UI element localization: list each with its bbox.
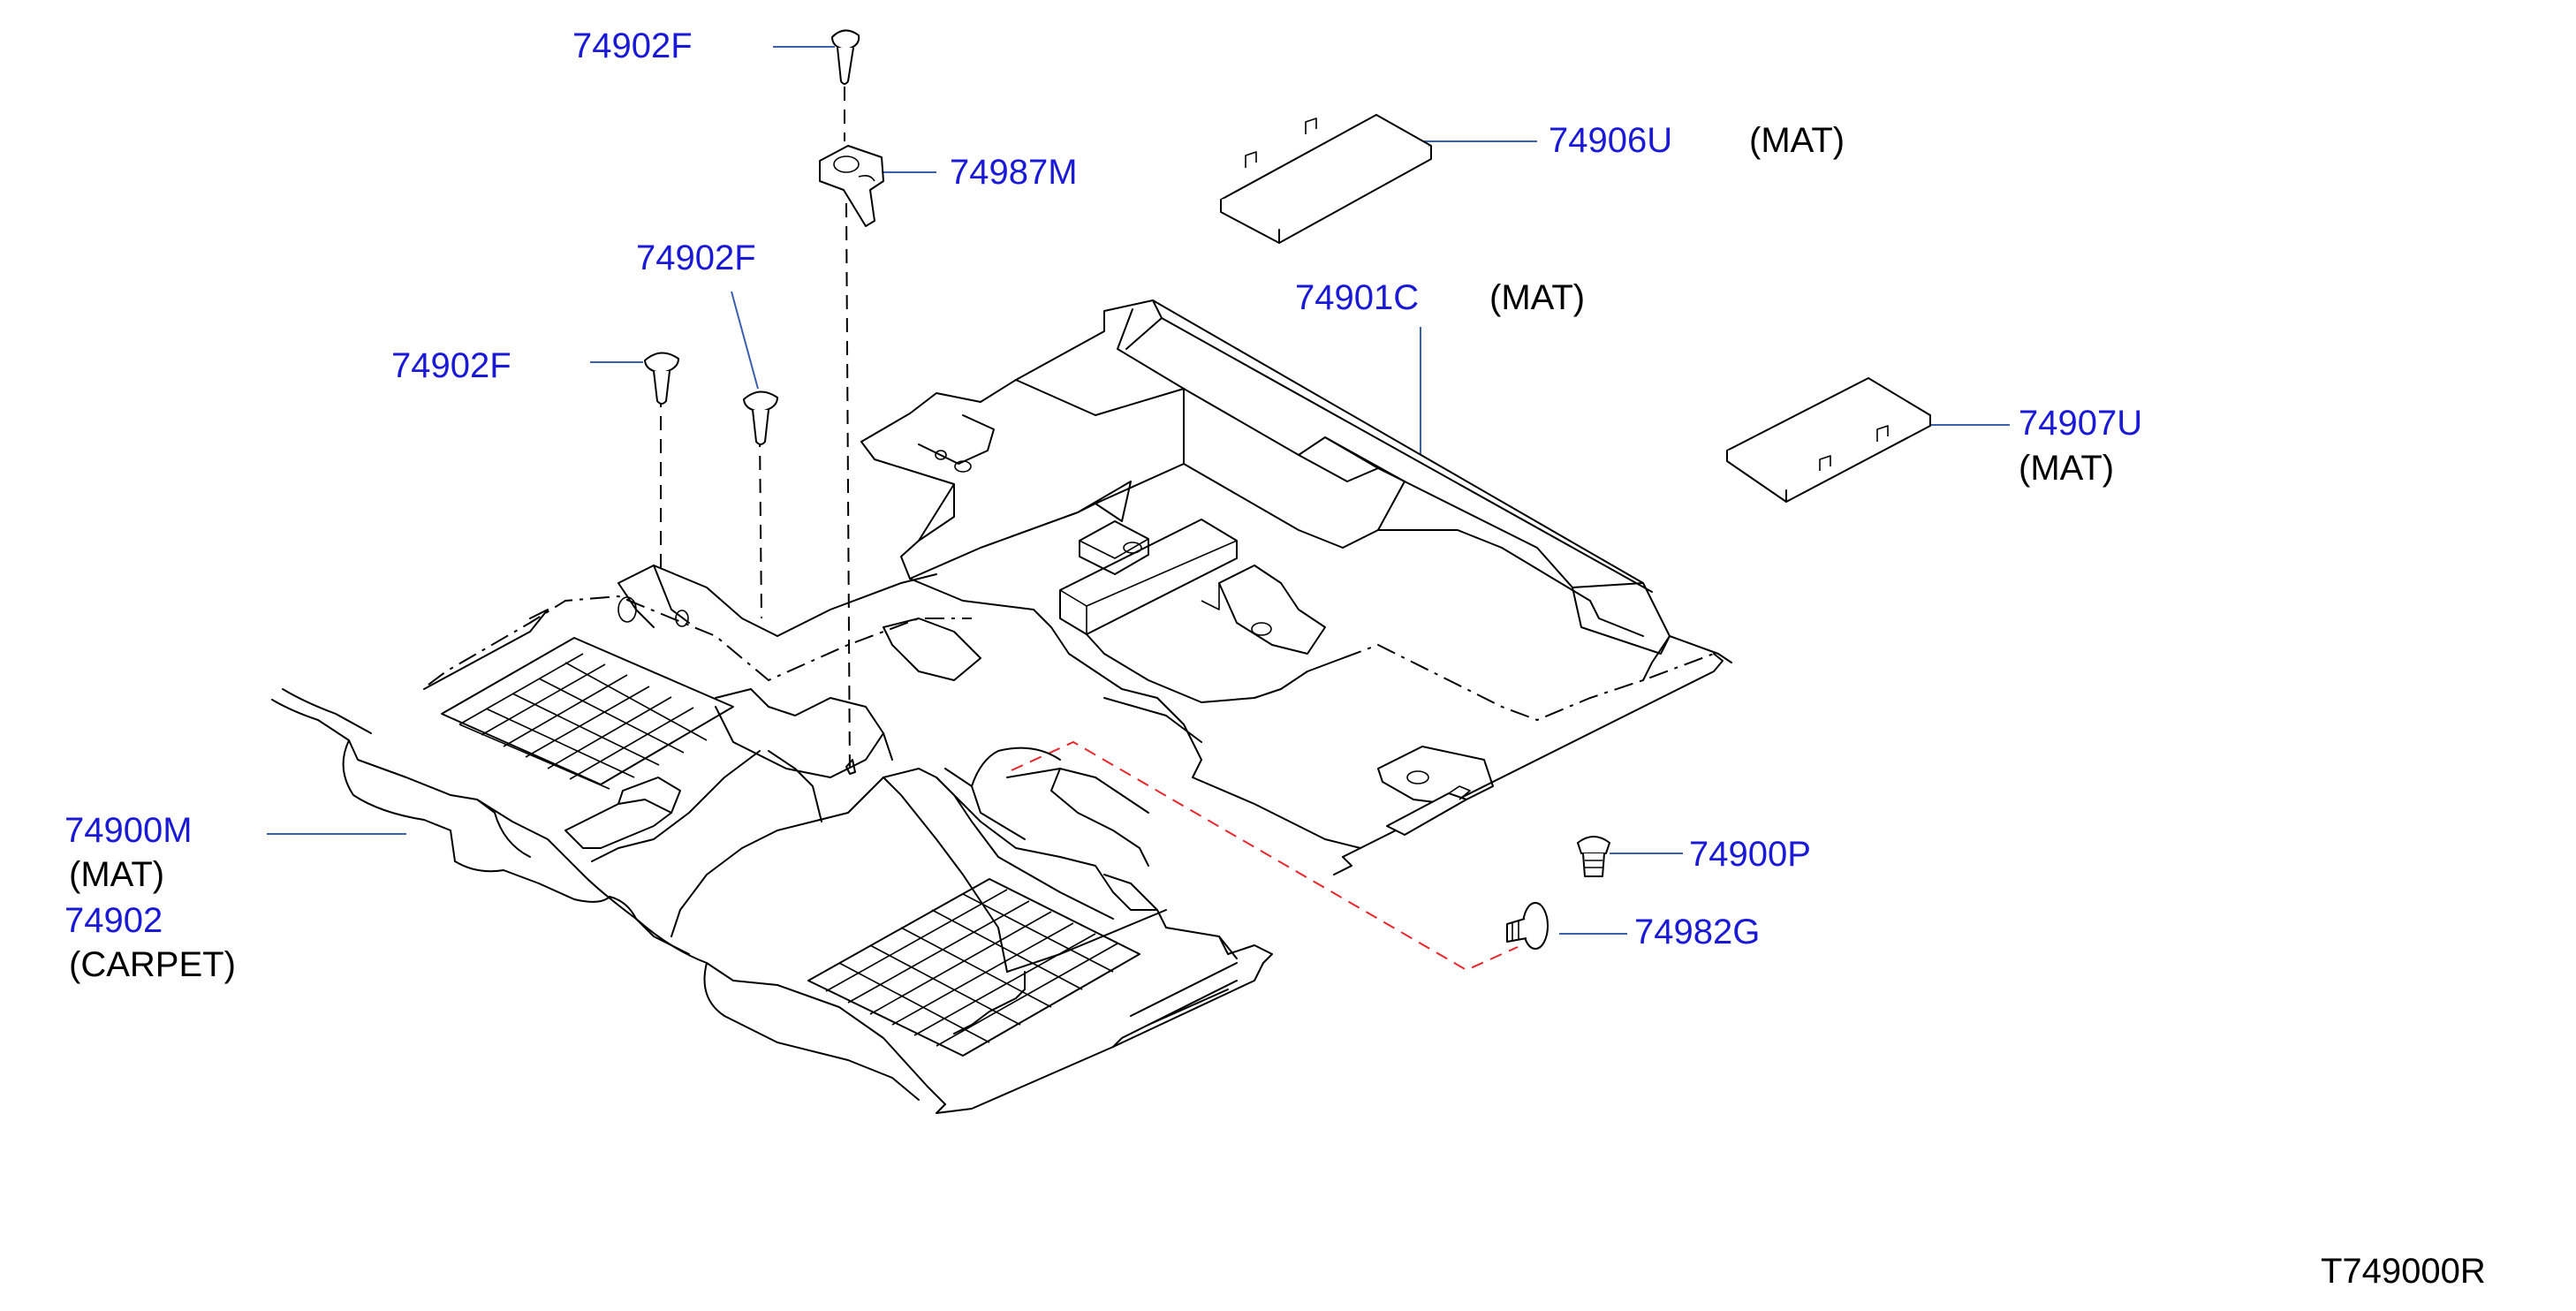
mat-74906u <box>1220 114 1432 244</box>
callout-74906u-description: (MAT) <box>1749 121 1845 160</box>
callout-74982g[interactable]: 74982G <box>1634 913 1761 951</box>
callout-74902-description: (CARPET) <box>69 945 236 984</box>
callout-74902f-mid[interactable]: 74902F <box>636 239 756 277</box>
callout-74900m-description: (MAT) <box>69 855 165 894</box>
leader-74902f-mid <box>731 291 759 390</box>
mat-74907u <box>1726 377 1931 503</box>
callout-74902[interactable]: 74902 <box>64 901 163 940</box>
callout-74906u[interactable]: 74906U <box>1549 121 1673 160</box>
callout-74907u[interactable]: 74907U <box>2019 404 2143 443</box>
clip-74900p <box>1577 836 1610 877</box>
callout-74900m[interactable]: 74900M <box>64 811 193 850</box>
carpet-74901c <box>860 299 1732 875</box>
leader-lines <box>267 46 2010 935</box>
grommet-74982g <box>1506 902 1549 950</box>
clip-74902f-left <box>644 352 679 405</box>
front-left-hatch <box>458 653 708 790</box>
clip-74902f-mid <box>743 390 778 445</box>
rear-hatch <box>825 889 1118 1047</box>
bracket-74987m <box>819 145 884 227</box>
red-guide-line <box>1011 740 1519 972</box>
callout-74987m[interactable]: 74987M <box>950 153 1078 192</box>
callout-74901c-description: (MAT) <box>1489 278 1586 317</box>
clip-74902f-top <box>831 29 860 85</box>
callout-74902f-top[interactable]: 74902F <box>572 27 693 65</box>
diagram-code: T749000R <box>2321 1252 2486 1291</box>
carpet-74900m <box>271 565 1273 1114</box>
callout-74901c[interactable]: 74901C <box>1295 278 1420 317</box>
callout-74902f-left[interactable]: 74902F <box>391 346 511 385</box>
callout-74900p[interactable]: 74900P <box>1689 835 1811 874</box>
callout-74907u-description: (MAT) <box>2019 449 2115 488</box>
